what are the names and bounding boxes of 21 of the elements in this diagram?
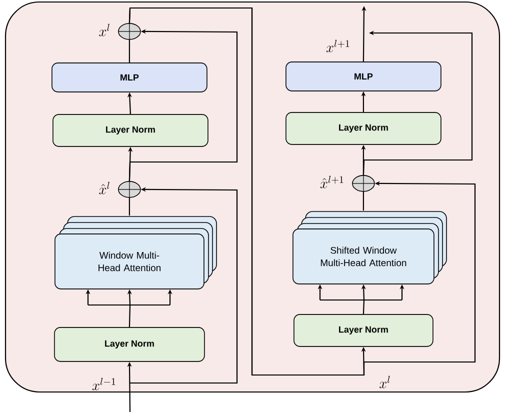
math-label: $\hat{x}^{l}$ <box>99 182 110 194</box>
adder-symbol <box>118 23 141 40</box>
arrow <box>128 7 476 376</box>
layer-norm-box: Layer Norm <box>286 112 442 145</box>
layer-norm-box: Layer Norm <box>52 114 208 147</box>
adder-symbol <box>352 175 375 192</box>
layer-norm-box: Layer Norm <box>54 327 205 362</box>
connector-line <box>128 198 130 216</box>
math-label: $x^{l-1}$ <box>92 378 116 390</box>
mlp-box: MLP <box>286 62 442 92</box>
adder-symbol <box>118 181 141 198</box>
connector-line <box>128 40 130 63</box>
connector-line <box>362 192 364 211</box>
math-label: $x^{l+1}$ <box>326 40 350 52</box>
math-label: $\hat{x}^{l+1}$ <box>320 176 344 188</box>
layer-norm-box: Layer Norm <box>294 314 434 347</box>
attention-block: Window Multi-Head Attention <box>54 216 217 290</box>
math-label: $x^{l}$ <box>380 376 390 388</box>
math-label: $x^{l}$ <box>99 24 110 36</box>
mlp-box: MLP <box>52 62 208 92</box>
attention-block: Shifted Window Multi-Head Attention <box>292 211 447 284</box>
